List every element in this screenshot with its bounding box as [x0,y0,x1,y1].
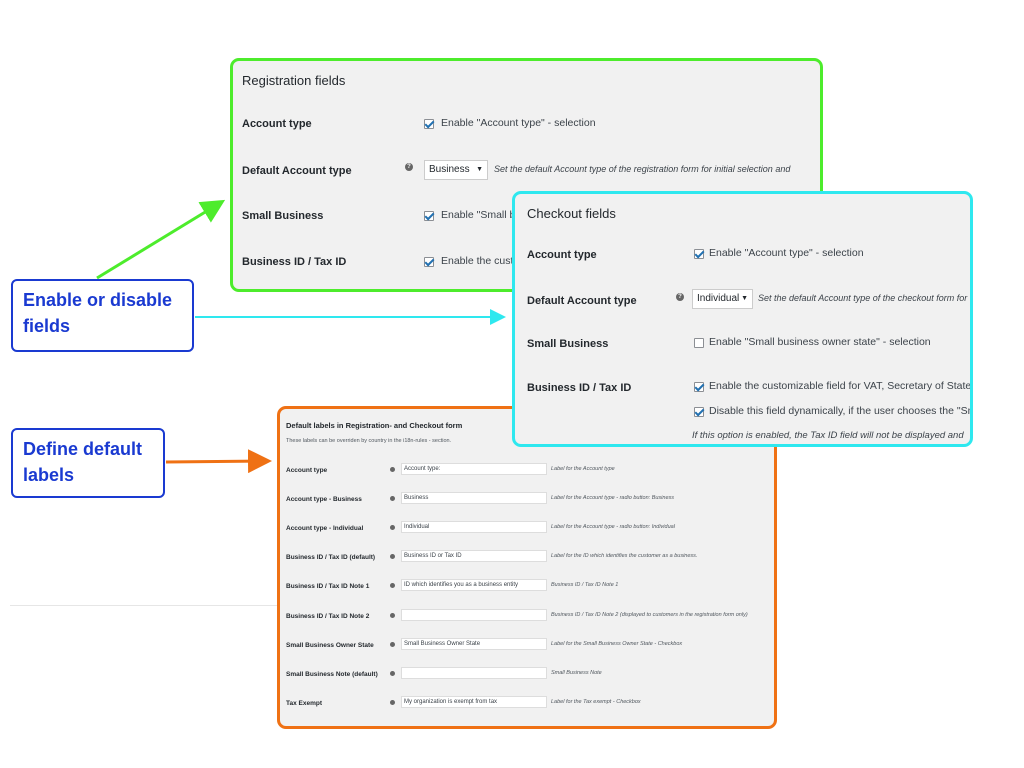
label-row-account-type: Account type [286,467,328,474]
help-icon [390,613,395,618]
page-divider [10,605,280,606]
reg-default-account-type-label: Default Account type [242,165,352,177]
reg-business-id-checkbox-label: Enable the cust [441,255,514,267]
default-labels-subtitle: These labels can be overriden by country… [286,438,452,444]
label-row-small-business-note: Small Business Note (default) [286,671,378,678]
registration-fields-title: Registration fields [242,73,346,88]
reg-small-business-checkbox[interactable] [424,211,434,221]
co-account-type-label: Account type [527,249,597,261]
label-small-business-owner-state-description: Label for the Small Business Owner State… [551,641,683,647]
default-labels-panel: Default labels in Registration- and Chec… [277,406,777,729]
chevron-down-icon: ▼ [741,295,748,302]
chevron-down-icon: ▼ [476,166,483,173]
label-small-business-note-description: Small Business Note [551,670,602,676]
label-small-business-note-input[interactable] [401,667,547,679]
reg-small-business-checkbox-label: Enable "Small b [441,209,516,221]
label-account-type-individual-description: Label for the Account type - radio butto… [551,524,675,530]
checkout-fields-title: Checkout fields [527,206,616,221]
label-small-business-owner-state-input[interactable]: Small Business Owner State [401,638,547,650]
help-icon [390,525,395,530]
help-icon [390,496,395,501]
checkout-fields-panel: Checkout fields Account type Enable "Acc… [512,191,973,447]
label-business-id-note-2-description: Business ID / Tax ID Note 2 (displayed t… [551,612,748,618]
reg-default-account-type-description: Set the default Account type of the regi… [494,164,791,174]
label-business-id-note-1-description: Business ID / Tax ID Note 1 [551,582,619,588]
co-business-id-checkbox-label: Enable the customizable field for VAT, S… [709,380,973,392]
co-default-account-type-select[interactable]: Individual▼ [692,289,753,309]
co-small-business-checkbox[interactable] [694,338,704,348]
co-default-account-type-label: Default Account type [527,295,637,307]
help-icon [390,554,395,559]
label-account-type-input[interactable]: Account type: [401,463,547,475]
label-account-type-business-description: Label for the Account type - radio butto… [551,495,675,501]
label-account-type-description: Label for the Account type [551,466,615,472]
co-business-id-checkbox[interactable] [694,382,704,392]
callout-enable-disable-fields: Enable or disable fields [11,279,194,352]
reg-business-id-checkbox[interactable] [424,257,434,267]
help-icon [390,583,395,588]
arrow-to-labels [165,449,272,474]
label-tax-exempt-input[interactable]: My organization is exempt from tax [401,696,547,708]
reg-account-type-checkbox[interactable] [424,119,434,129]
co-account-type-checkbox-label: Enable "Account type" - selection [709,247,864,259]
label-row-business-id-note-2: Business ID / Tax ID Note 2 [286,613,370,620]
co-default-account-type-description: Set the default Account type of the chec… [758,293,968,303]
co-business-id-note: If this option is enabled, the Tax ID fi… [692,430,964,441]
reg-account-type-checkbox-label: Enable "Account type" - selection [441,117,596,129]
arrow-to-registration [96,199,226,280]
reg-account-type-label: Account type [242,118,312,130]
callout-define-default-labels: Define default labels [11,428,165,498]
help-icon [390,671,395,676]
label-row-business-id-default: Business ID / Tax ID (default) [286,554,376,561]
reg-default-account-type-select[interactable]: Business▼ [424,160,488,180]
reg-small-business-label: Small Business [242,210,324,222]
label-business-id-note-2-input[interactable] [401,609,547,621]
label-row-tax-exempt: Tax Exempt [286,700,323,707]
co-business-id-dynamic-checkbox-label: Disable this field dynamically, if the u… [709,405,973,417]
co-business-id-label: Business ID / Tax ID [527,382,632,394]
label-row-account-type-business: Account type - Business [286,496,362,503]
help-icon [390,700,395,705]
co-account-type-checkbox[interactable] [694,249,704,259]
label-row-business-id-note-1: Business ID / Tax ID Note 1 [286,583,370,590]
label-row-account-type-individual: Account type - Individual [286,525,364,532]
label-tax-exempt-description: Label for the Tax exempt - Checkbox [551,699,641,705]
label-row-small-business-owner-state: Small Business Owner State [286,642,374,649]
label-account-type-business-input[interactable]: Business [401,492,547,504]
label-account-type-individual-input[interactable]: Individual [401,521,547,533]
label-business-id-note-1-input[interactable]: ID which identifies you as a business en… [401,579,547,591]
co-business-id-dynamic-checkbox[interactable] [694,407,704,417]
co-small-business-checkbox-label: Enable "Small business owner state" - se… [709,336,931,348]
label-business-id-default-input[interactable]: Business ID or Tax ID [401,550,547,562]
help-icon [390,642,395,647]
help-icon [390,467,395,472]
co-small-business-label: Small Business [527,338,609,350]
label-business-id-default-description: Label for the ID which identifies the cu… [551,553,698,559]
default-labels-title: Default labels in Registration- and Chec… [286,421,463,430]
help-icon: ? [405,163,413,171]
reg-business-id-label: Business ID / Tax ID [242,256,347,268]
help-icon: ? [676,293,684,301]
